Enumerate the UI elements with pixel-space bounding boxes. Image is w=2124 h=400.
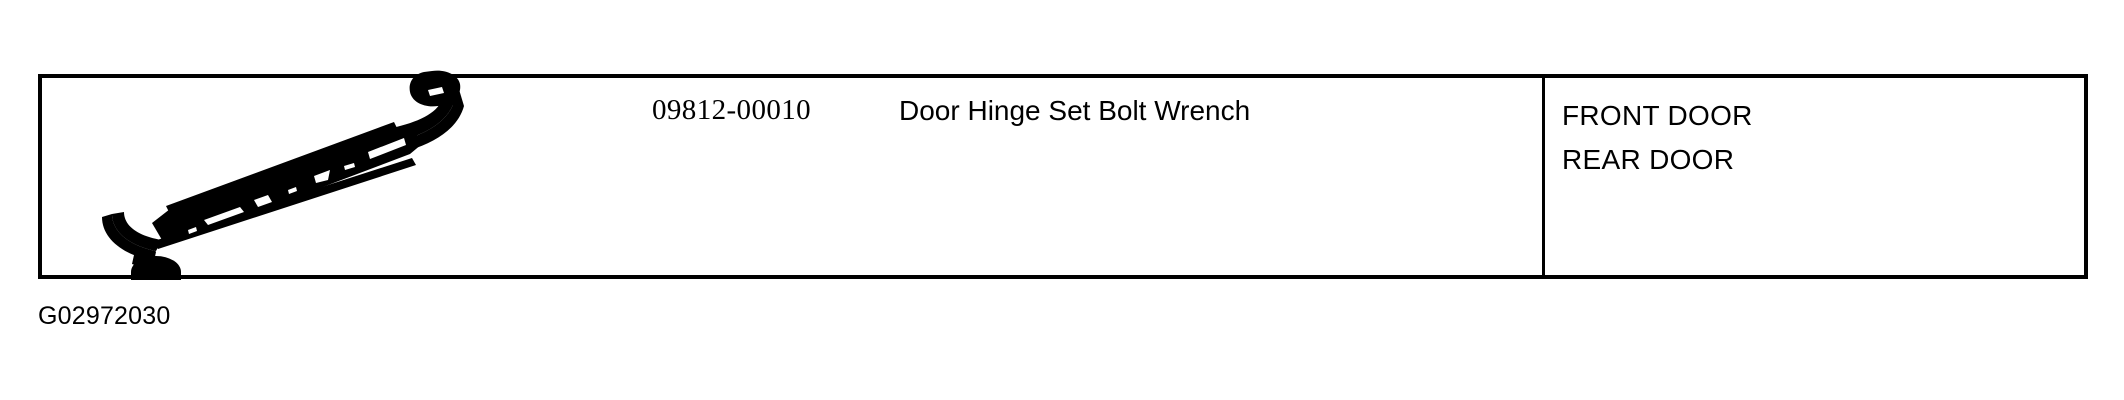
application-list: FRONT DOOR REAR DOOR	[1562, 94, 1753, 182]
tool-description: Door Hinge Set Bolt Wrench	[899, 95, 1251, 126]
tool-table: 09812-00010 Door Hinge Set Bolt Wrench F…	[38, 70, 2088, 280]
part-number: 09812-00010	[652, 94, 812, 126]
application-cell: FRONT DOOR REAR DOOR	[1545, 78, 2084, 275]
offset-box-wrench-illustration-icon	[102, 70, 464, 280]
application-item-front-door: FRONT DOOR	[1562, 100, 1753, 131]
figure-caption: G02972030	[38, 302, 171, 330]
tool-illustration-cell	[42, 70, 602, 280]
application-item-rear-door: REAR DOOR	[1562, 144, 1735, 175]
column-divider	[1542, 78, 1545, 275]
